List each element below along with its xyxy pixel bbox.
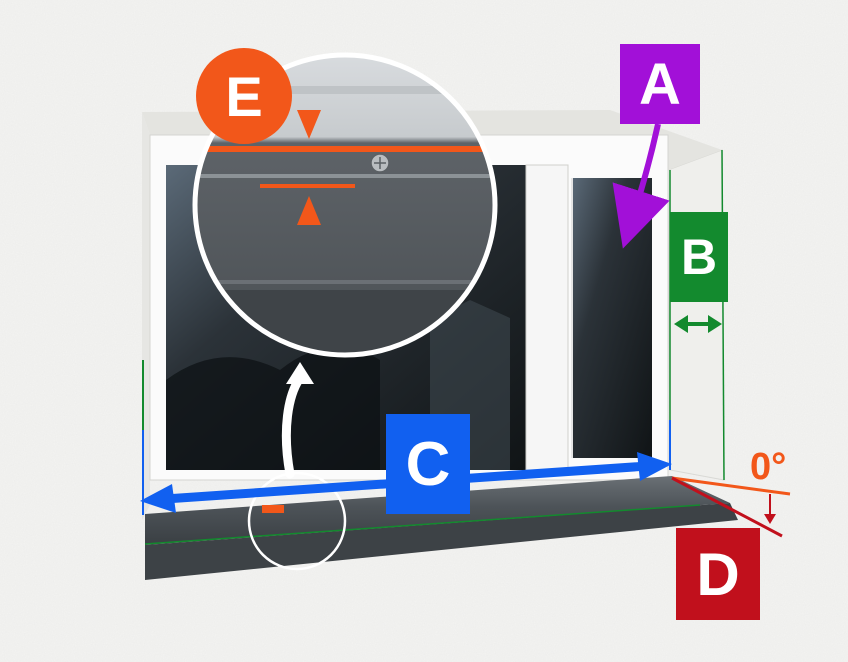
label-d-badge: D [676, 528, 760, 620]
window-reveal-right [668, 150, 724, 480]
label-e-badge: E [196, 48, 292, 144]
label-b-badge: B [670, 212, 728, 302]
label-c-badge: C [386, 414, 470, 514]
right-sash-glass [572, 178, 652, 458]
window-mullion [526, 165, 568, 470]
angle-label: 0° [750, 446, 786, 489]
sill-offset-mark [262, 505, 284, 513]
label-a-badge: A [620, 44, 700, 124]
